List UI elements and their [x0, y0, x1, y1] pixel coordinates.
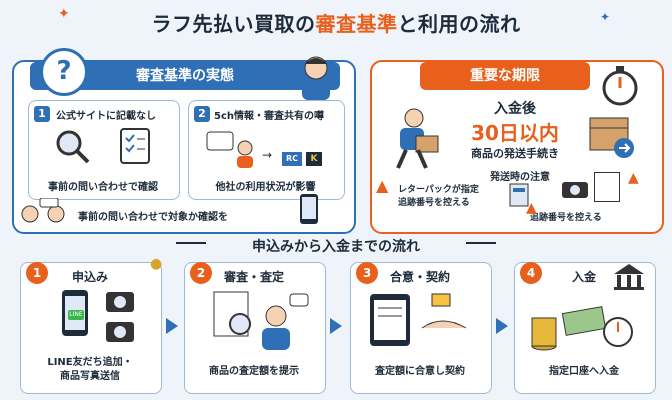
flow-arrow-icon	[330, 318, 342, 334]
caution-1: レターパックが指定 追跡番号を控える	[398, 185, 479, 208]
deadline-heading-text: 重要な期限	[470, 68, 540, 84]
checklist-icon	[594, 172, 620, 202]
smartphone-icon	[300, 194, 318, 224]
deadline-line3: 商品の発送手続き	[471, 147, 559, 160]
coin-icon: ●	[150, 256, 163, 272]
item-number: 1	[34, 106, 50, 122]
flow-title: 申込みから入金までの流れ	[0, 236, 672, 256]
caution-2: 追跡番号を控える	[530, 213, 602, 223]
question-icon: ?	[40, 48, 88, 96]
letterpack-icon	[509, 183, 529, 207]
thinking-person-icon	[302, 56, 330, 100]
step-number: 4	[520, 262, 542, 284]
step-number: 1	[26, 262, 48, 284]
item-title: 5ch情報・審査共有の噂	[214, 111, 325, 122]
title-divider	[176, 242, 206, 244]
step-desc: LINE友だち追加・ 商品写真送信	[47, 357, 133, 382]
money-stopwatch-icon	[531, 306, 633, 351]
warning-icon: ▲	[526, 200, 537, 216]
criteria-card-1	[28, 100, 180, 200]
step-desc: 査定額に合意し契約	[375, 366, 465, 377]
step-desc: 商品の査定額を提示	[209, 366, 299, 377]
chat-people-icon	[206, 131, 253, 168]
item-number: 2	[194, 106, 210, 122]
k-logo: K	[306, 152, 322, 166]
stopwatch-icon	[602, 66, 638, 106]
arrow-right-icon: →	[262, 148, 273, 162]
contract-handshake-icon	[370, 293, 467, 346]
sparkle-icon: ✦	[600, 10, 611, 24]
title-highlight: 審査基準	[315, 12, 398, 36]
step-label: 申込み	[71, 270, 108, 284]
flow-title-text: 申込みから入金までの流れ	[252, 239, 420, 255]
camera-icon	[562, 182, 588, 198]
step-number: 3	[356, 262, 378, 284]
title-part-1: ラフ先払い買取の	[151, 12, 316, 36]
item-desc: 事前の問い合わせで確認	[48, 182, 158, 193]
bank-icon	[614, 264, 644, 290]
deadline-line1: 入金後	[494, 101, 536, 117]
flow-arrow-icon	[496, 318, 508, 334]
package-return-icon	[589, 117, 634, 158]
step-desc: 指定口座へ入金	[549, 366, 619, 377]
title-part-3: と利用の流れ	[397, 12, 521, 36]
warning-icon: ▲	[376, 176, 389, 195]
sparkle-icon: ✦	[58, 6, 70, 22]
magnifier-icon	[56, 130, 90, 164]
phone-camera-icon	[62, 290, 134, 342]
title-divider	[466, 242, 496, 244]
delivery-person-icon	[396, 108, 439, 169]
checklist-icon	[120, 128, 150, 164]
step-label: 入金	[571, 270, 596, 284]
item-title: 公式サイトに記載なし	[56, 111, 156, 122]
flow-step-2	[184, 262, 326, 394]
criteria-heading-text: 審査基準の実態	[136, 68, 234, 84]
page-title: ラフ先払い買取の審査基準と利用の流れ	[0, 8, 672, 37]
step-number: 2	[190, 262, 212, 284]
flow-step-1	[20, 262, 162, 394]
warning-icon: ▲	[628, 170, 639, 186]
flow-arrow-icon	[166, 318, 178, 334]
line-logo: LINE	[68, 310, 84, 320]
item-desc: 他社の利用状況が影響	[215, 182, 316, 193]
step-label: 審査・査定	[223, 270, 284, 284]
step-label: 合意・契約	[389, 270, 450, 284]
review-document-icon	[213, 291, 309, 350]
rc-logo: RC	[282, 152, 302, 166]
deadline-heading: 重要な期限	[420, 62, 590, 90]
caution-title: 発送時の注意	[490, 172, 550, 183]
criteria-footer: 事前の問い合わせで対象か確認を	[78, 212, 228, 223]
people-talking-icon	[21, 198, 65, 223]
deadline-days: 30日以内	[471, 121, 559, 145]
